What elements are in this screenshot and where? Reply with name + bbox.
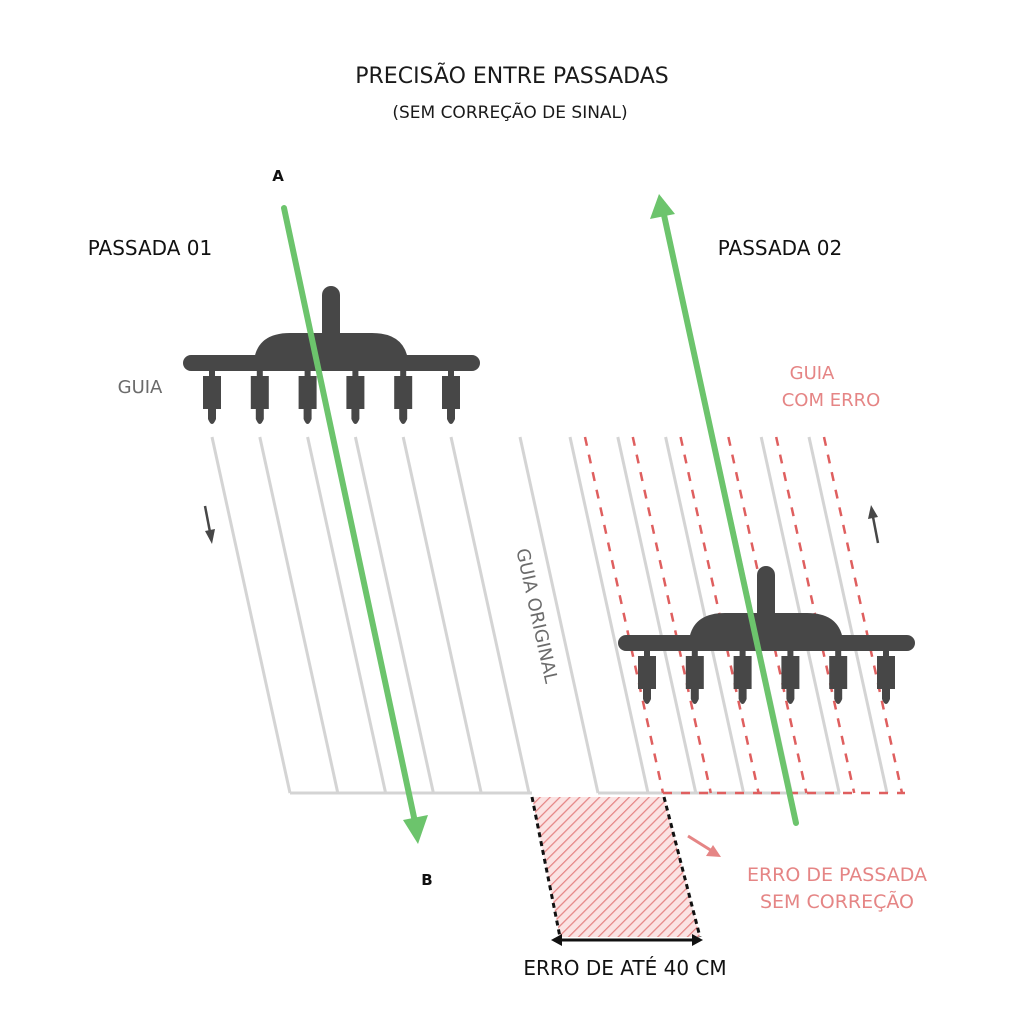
pass1-guide-line [449,436,531,794]
implement-shank [203,371,221,424]
pass2-label: PASSADA 02 [718,236,842,260]
implement-shank [346,371,365,424]
pass1-guide-line [306,436,388,794]
point-a-label: A [272,167,284,185]
error-guide-line [583,436,665,794]
pass1-guide-line [210,436,292,794]
direction-down-icon [203,505,215,544]
direction-up-icon [868,505,880,544]
track-pass1 [281,205,428,844]
error-guide-line [631,436,713,794]
implement-shank [250,371,269,424]
pass1-label: PASSADA 01 [88,236,212,260]
pass-error-label-line1: ERRO DE PASSADA [747,864,927,886]
pass-error-label-line2: SEM CORREÇÃO [760,890,914,913]
pass1-guide-line [401,436,483,794]
pass2-guide-line [616,436,698,794]
implement-shank [298,371,317,424]
arrow-down-icon [403,815,428,844]
guide-error-label-line2: COM ERRO [782,390,881,411]
implement-shank [829,651,848,704]
track-pass2 [650,194,799,826]
pass1-guide-lines [210,436,531,794]
pass-error-pointer-arrow [687,834,721,857]
pass1-guide-line [353,436,435,794]
error-guide-line [822,436,904,794]
guide-label: GUIA [118,377,163,398]
implement-shank [394,371,413,424]
implement-shank [442,371,460,424]
implement-shank [638,651,656,704]
arrow-up-icon [650,194,675,219]
diagram-title: PRECISÃO ENTRE PASSADAS [355,62,669,89]
original-guide-label: GUIA ORIGINAL [511,546,561,685]
implement-shank [733,651,752,704]
error-left-edge [530,796,562,938]
implement-pass1 [183,286,480,424]
pass1-guide-line [258,436,340,794]
pass2-guide-line [664,436,746,794]
implement-shank [781,651,800,704]
pass2-guide-line [568,436,650,794]
pass-error-area [532,797,700,937]
error-measure-label: ERRO DE ATÉ 40 CM [523,956,726,980]
diagram-subtitle: (SEM CORREÇÃO DE SINAL) [392,101,627,123]
implement-shank [685,651,704,704]
error-right-edge [662,796,702,938]
implement-shank [877,651,895,704]
point-b-label: B [421,871,432,889]
guide-error-label-line1: GUIA [790,363,835,384]
original-guide-line [518,436,600,794]
error-width-arrow [551,934,703,946]
pass2-guide-line [807,436,889,794]
implement-pass2 [618,566,915,704]
